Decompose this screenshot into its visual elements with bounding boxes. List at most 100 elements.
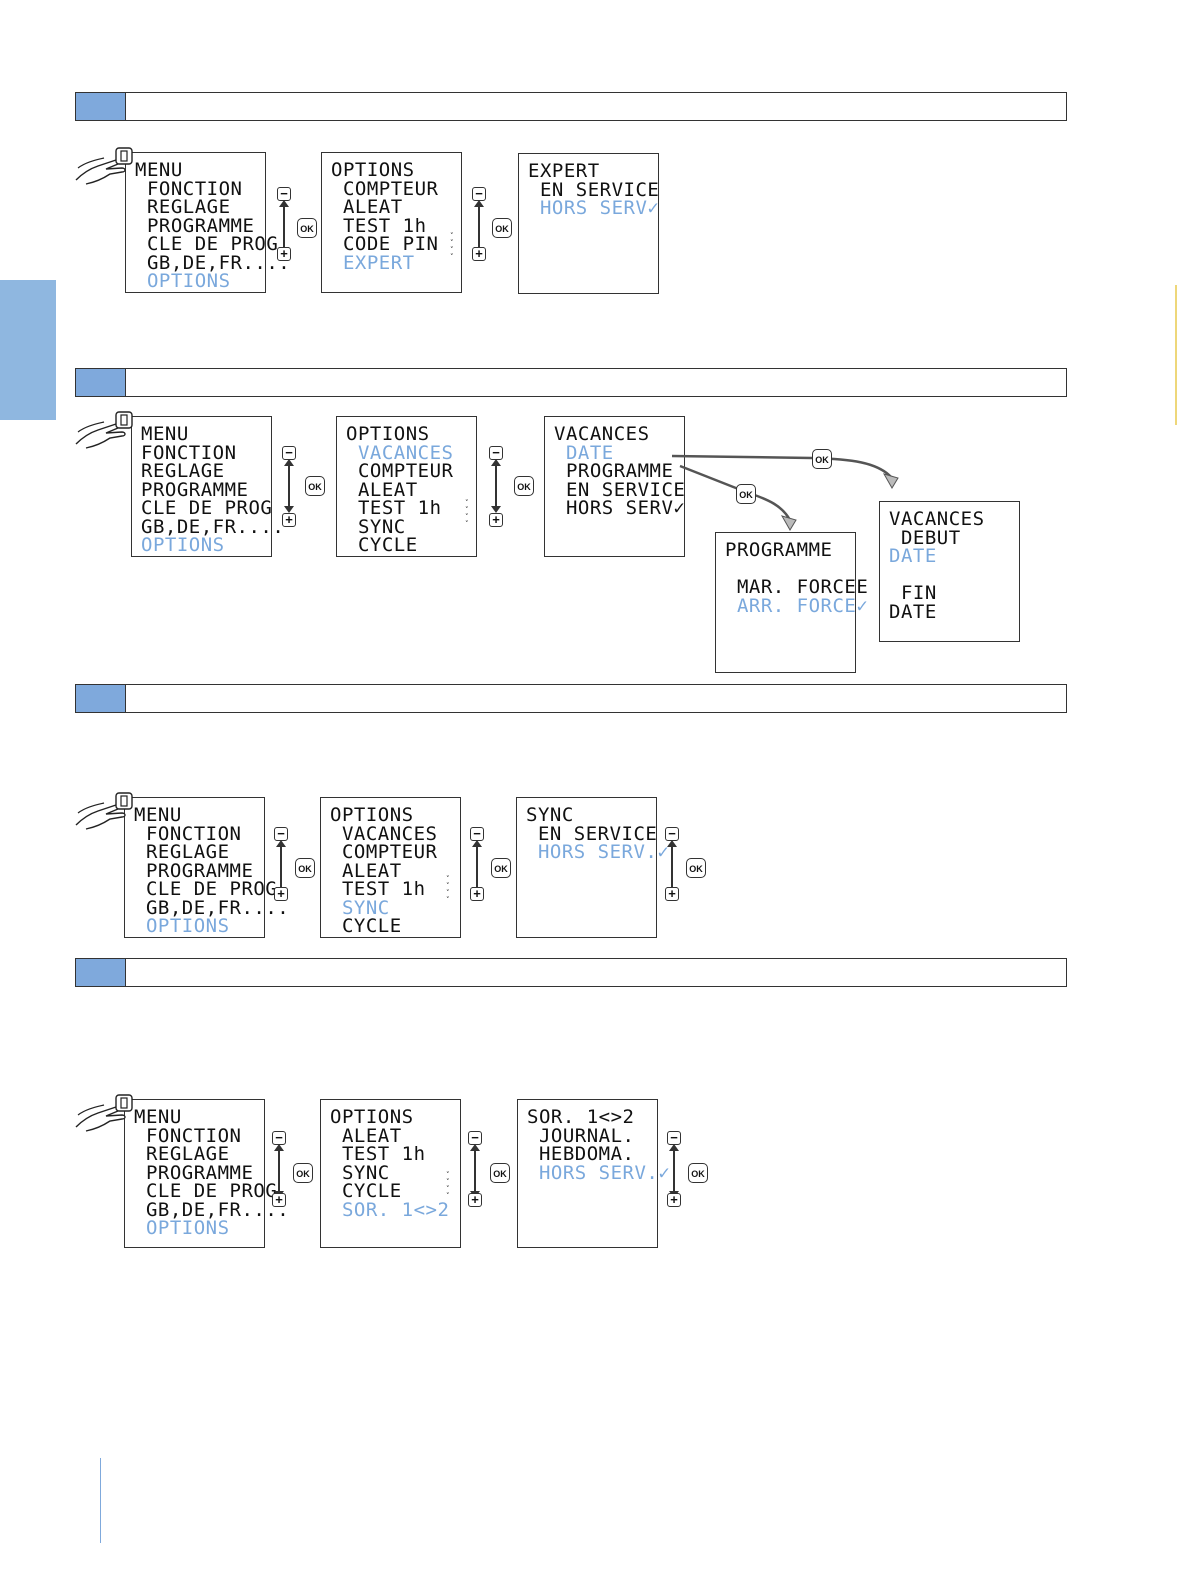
- screen-line: OPTIONS: [331, 159, 415, 181]
- menu-screen: MENU FONCTION REGLAGE PROGRAMME CLE DE P…: [124, 797, 289, 938]
- footer-rule: [100, 1458, 101, 1543]
- screen-line: REGLAGE: [134, 841, 230, 863]
- screen-line: VACANCES: [554, 423, 650, 445]
- screen-line: FONCTION: [134, 822, 242, 845]
- screen-line: EN SERVICE: [554, 478, 686, 501]
- screen-line: PROGRAMME: [554, 460, 674, 482]
- scroll-chevrons: ˅ ˅ ˅ ˅: [465, 499, 469, 528]
- screen-line: EXPERT: [331, 251, 415, 274]
- screen-line: SYNC: [330, 896, 390, 919]
- section-2-header-bar: [75, 368, 1067, 397]
- ok-button-icon: OK: [297, 218, 317, 238]
- ok-button-icon: OK: [305, 476, 325, 496]
- ok-button-icon: OK: [295, 858, 315, 878]
- hand-press-icon: [75, 147, 133, 185]
- screen-line: CLE DE PROG: [134, 878, 278, 900]
- ok-button-icon: OK: [686, 858, 706, 878]
- screen-line: ALEAT: [331, 196, 403, 218]
- up-down-arrow-icon: [274, 1144, 284, 1198]
- minus-button-icon: −: [470, 827, 484, 841]
- screen-line: OPTIONS: [134, 915, 230, 937]
- screen-line: FONCTION: [134, 1124, 242, 1147]
- screen-line: FONCTION: [135, 177, 243, 200]
- plus-button-icon: +: [277, 247, 291, 261]
- ok-button-icon: OK: [491, 858, 511, 878]
- minus-button-icon: −: [468, 1131, 482, 1145]
- screen-line: FONCTION: [141, 441, 237, 464]
- screen-line: OPTIONS: [134, 1217, 230, 1239]
- plus-button-icon: +: [274, 887, 288, 901]
- minus-button-icon: −: [272, 1131, 286, 1145]
- screen-line: VACANCES: [330, 822, 438, 845]
- screen-line: ALEAT: [346, 478, 418, 501]
- screen-line: TEST 1h: [346, 497, 442, 519]
- section-1-marker: [76, 93, 126, 120]
- expert-screen: EXPERT EN SERVICE HORS SERV✓: [518, 153, 659, 294]
- screen-line: CODE PIN: [331, 233, 439, 255]
- screen-line: JOURNAL.: [527, 1124, 635, 1147]
- up-down-arrow-icon: [284, 459, 294, 513]
- plus-button-icon: +: [272, 1193, 286, 1207]
- flow-arrows: [671, 454, 899, 531]
- ok-button-icon: OK: [812, 449, 832, 469]
- options-screen: OPTIONS VACANCES COMPTEUR ALEAT TEST 1h …: [336, 416, 477, 557]
- screen-line: GB,DE,FR....: [134, 896, 290, 919]
- screen-line: OPTIONS: [135, 270, 231, 292]
- screen-line: VACANCES: [889, 508, 985, 530]
- plus-button-icon: +: [489, 513, 503, 527]
- scroll-chevrons: ˅ ˅ ˅ ˅: [450, 232, 454, 261]
- section-3-marker: [76, 685, 126, 712]
- screen-line: MAR. FORCEE: [725, 576, 869, 598]
- screen-line: ALEAT: [330, 1124, 402, 1147]
- screen-line: GB,DE,FR....: [141, 515, 285, 538]
- section-4-marker: [76, 959, 126, 986]
- ok-button-icon: OK: [514, 476, 534, 496]
- screen-line: REGLAGE: [135, 196, 231, 218]
- menu-screen: MENU FONCTION REGLAGE PROGRAMME CLE DE P…: [124, 1099, 289, 1248]
- screen-line: OPTIONS: [141, 534, 225, 556]
- screen-line: REGLAGE: [134, 1143, 230, 1165]
- screen-line: TEST 1h: [330, 878, 426, 900]
- screen-line: OPTIONS: [330, 804, 414, 826]
- screen-line: SOR. 1<>2: [527, 1106, 635, 1128]
- screen-line: GB,DE,FR....: [134, 1198, 290, 1221]
- right-edge-mark: [1175, 285, 1177, 425]
- screen-line: CLE DE PROG: [135, 233, 279, 255]
- screen-line: EN SERVICE: [528, 178, 660, 201]
- screen-line: PROGRAMME: [134, 1161, 254, 1184]
- screen-line: REGLAGE: [141, 460, 225, 482]
- screen-line: COMPTEUR: [331, 177, 439, 200]
- screen-line: MENU: [135, 159, 183, 181]
- screen-line: OPTIONS: [330, 1106, 414, 1128]
- screen-line: HORS SERV✓: [554, 497, 686, 519]
- scroll-chevrons: ˅ ˅ ˅ ˅: [446, 1171, 450, 1200]
- plus-button-icon: +: [665, 887, 679, 901]
- output-screen: SOR. 1<>2 JOURNAL. HEBDOMA. HORS SERV.✓: [517, 1099, 670, 1248]
- section-1-header-bar: [75, 92, 1067, 121]
- section-3-header-bar: [75, 684, 1067, 713]
- screen-line: HEBDOMA.: [527, 1143, 635, 1165]
- ok-button-icon: OK: [293, 1163, 313, 1183]
- hand-press-icon: [75, 792, 133, 830]
- screen-line: CLE DE PROG: [134, 1180, 278, 1202]
- options-screen: OPTIONS COMPTEUR ALEAT TEST 1h CODE PIN …: [321, 152, 462, 293]
- screen-line: DATE: [889, 600, 937, 623]
- up-down-arrow-icon: [470, 1144, 480, 1198]
- screen-line: SYNC: [346, 515, 406, 538]
- screen-line: CYCLE: [346, 534, 418, 556]
- section-4-header-bar: [75, 958, 1067, 987]
- screen-line: VACANCES: [346, 441, 454, 464]
- screen-line: DATE: [554, 441, 614, 464]
- screen-line: DATE: [889, 545, 937, 567]
- ok-button-icon: OK: [492, 218, 512, 238]
- minus-button-icon: −: [667, 1131, 681, 1145]
- screen-line: GB,DE,FR....: [135, 251, 291, 274]
- screen-line: PROGRAMME: [134, 859, 254, 882]
- screen-line: PROGRAMME: [725, 539, 833, 561]
- screen-line: ARR. FORCE✓: [725, 594, 869, 617]
- screen-line: COMPTEUR: [346, 460, 454, 482]
- screen-line: HORS SERV.✓: [526, 841, 670, 863]
- plus-button-icon: +: [470, 887, 484, 901]
